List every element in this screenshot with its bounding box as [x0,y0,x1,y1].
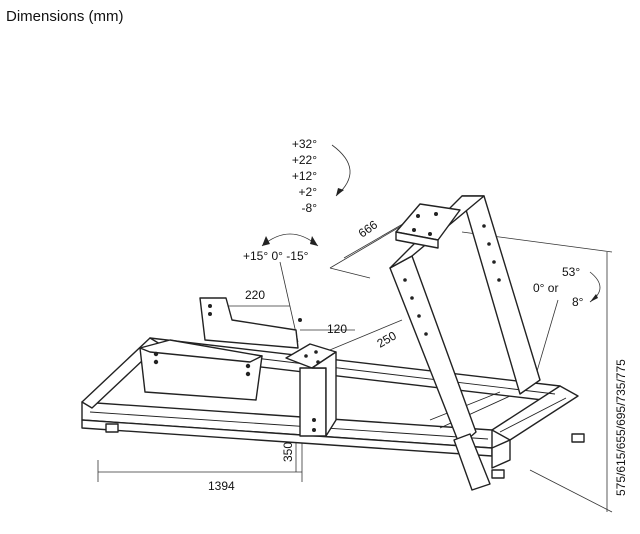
upright-angle-bottom-label: 8° [572,295,584,309]
base-height-label: 350 [281,442,295,462]
seat-width-label: 220 [245,288,265,302]
diagram-title: Dimensions (mm) [6,8,124,25]
pedal-mount [285,343,337,437]
seat-bracket [139,297,302,401]
rotation-arrows [261,144,601,303]
wheel-tilt-angle-label: +32° [292,137,317,151]
wheel-tilt-angle-label: +2° [299,185,318,199]
wheel-tilt-angle-list: +32° +22° +12° +2° -8° [292,137,317,215]
pedal-tilt-label: +15° 0° -15° [243,249,309,263]
wheel-tilt-angle-label: +22° [292,153,317,167]
wheel-mount-dimension-label: 666 [356,217,381,240]
length-label: 1394 [208,479,235,493]
pedal-offset-label: 250 [375,328,400,350]
upright-angle-zero-label: 0° or [533,281,558,295]
pedal-plate-label: 120 [327,322,347,336]
wheel-mount-plate [395,203,461,249]
upright-angle-top-label: 53° [562,265,580,279]
wheel-tilt-angle-label: +12° [292,169,317,183]
wheel-tilt-angle-label: -8° [302,201,318,215]
height-range-label: 575/615/655/695/735/775 [614,359,628,496]
